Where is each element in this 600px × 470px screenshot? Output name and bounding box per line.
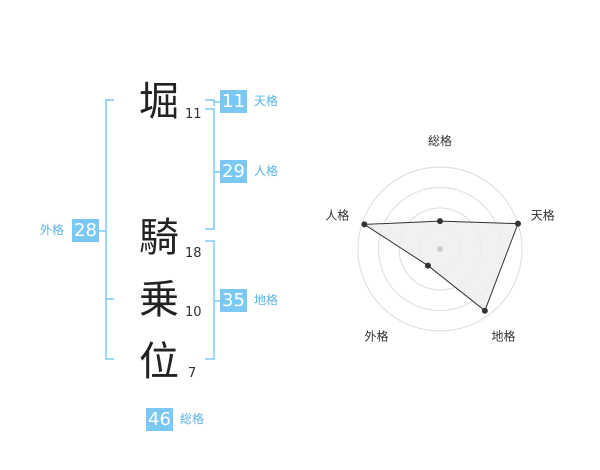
stroke-count-4: 7 xyxy=(188,366,197,381)
stroke-count-2: 18 xyxy=(185,246,202,261)
chikaku-value: 35 xyxy=(220,289,247,312)
stroke-count-3: 10 xyxy=(185,305,202,320)
jinkaku-value: 29 xyxy=(220,160,247,183)
soukaku-value: 46 xyxy=(146,408,173,431)
radar-axis-label-5: 人格 xyxy=(325,208,349,223)
stroke-count-1: 11 xyxy=(185,107,202,122)
gaikaku-value: 28 xyxy=(72,219,99,242)
radar-point-5 xyxy=(361,221,368,228)
radar-axis-label-4: 外格 xyxy=(365,328,389,343)
radar-series-polygon xyxy=(362,220,519,312)
gaikaku-label: 外格 xyxy=(40,223,65,237)
radar-point-1 xyxy=(437,218,443,225)
tenkaku-value: 11 xyxy=(220,90,247,113)
radar-center-dot xyxy=(437,246,443,252)
gaikaku-bracket xyxy=(105,99,114,360)
name-char-2: 騎 xyxy=(139,215,179,261)
name-char-4: 位 xyxy=(139,339,179,385)
radar-point-3 xyxy=(481,307,488,314)
radar-axis-label-1: 総格 xyxy=(428,133,452,148)
name-char-3: 乗 xyxy=(139,277,179,323)
radar-axis-label-2: 天格 xyxy=(531,208,555,223)
radar-point-2 xyxy=(514,220,521,227)
radar-axis-label-3: 地格 xyxy=(491,328,515,343)
chikaku-bracket xyxy=(205,240,215,360)
jinkaku-bracket xyxy=(205,108,215,230)
tenkaku-label: 天格 xyxy=(254,94,279,108)
tenkaku-bracket xyxy=(205,99,215,106)
radar-point-4 xyxy=(424,262,431,269)
soukaku-label: 総格 xyxy=(180,412,205,426)
jinkaku-label: 人格 xyxy=(254,164,279,178)
name-char-1: 堀 xyxy=(139,79,179,125)
radar-grid-ring-4 xyxy=(357,166,523,332)
chikaku-label: 地格 xyxy=(254,293,279,307)
